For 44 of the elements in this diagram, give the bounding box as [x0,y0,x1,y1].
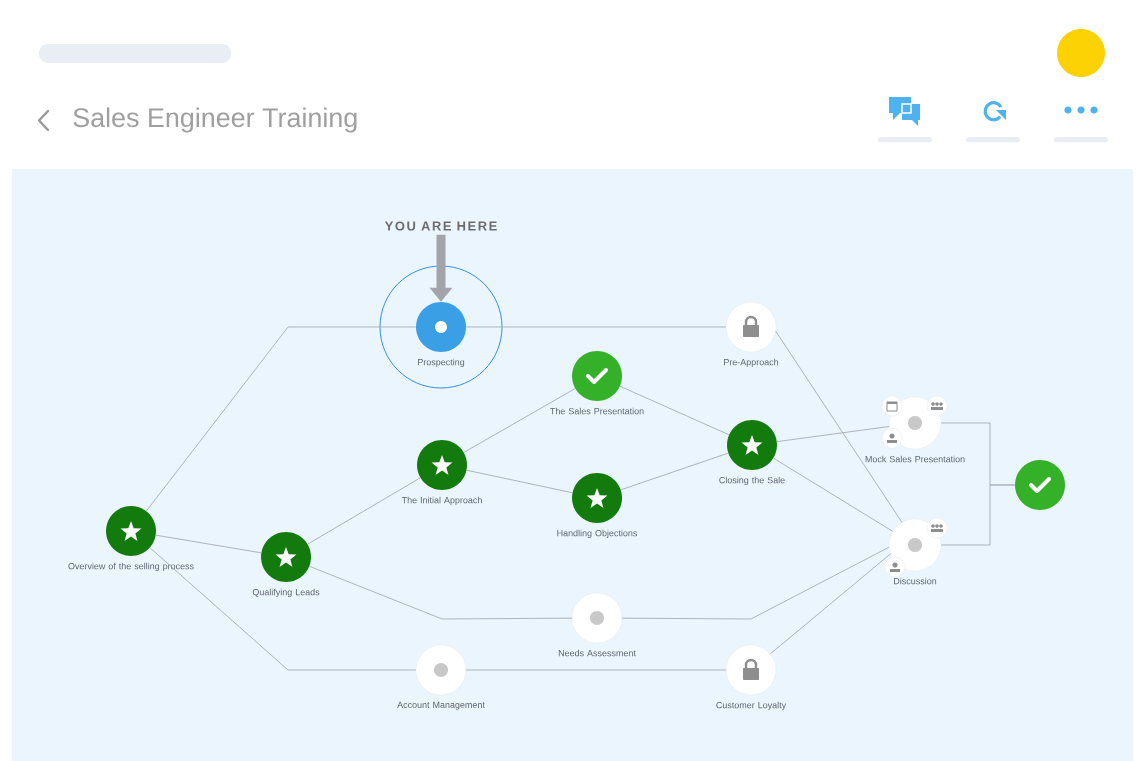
node-label: Discussion [894,577,937,585]
connector [621,546,890,620]
connector [940,484,1016,546]
milestone-node: Account Management [397,644,485,710]
milestone-node: Prospecting [416,302,466,368]
connector [465,669,727,671]
node-label: The Initial Approach [401,496,482,506]
milestone-node: Closing the Sale [719,420,785,486]
connector [619,385,730,436]
connector [307,477,421,545]
node-label: Qualifying Leads [252,588,320,598]
milestone-node: Overview of the selling process [68,506,194,572]
milestone-node: The Sales Presentation [550,351,644,415]
node-label: Overview of the selling process [68,562,194,572]
node-label: Needs Assessment [558,649,636,657]
connector [145,326,417,512]
connector [155,534,262,554]
connector [466,469,573,494]
callout-text: YOU ARE HERE [384,221,497,231]
node-label: Account Management [397,701,485,710]
node-label: Pre-Approach [724,358,779,368]
connector [776,426,890,443]
milestone-node: Needs Assessment [558,592,636,657]
node-label: Customer Loyalty [716,701,787,711]
connector [308,565,573,620]
connector [775,330,903,523]
page-title: Sales Engineer Training [73,107,357,133]
node-label: Prospecting [418,358,465,368]
node-label: Mock Sales Presentation [865,455,965,463]
milestone-node: Qualifying Leads [252,532,320,598]
connector [465,326,727,328]
connector [149,547,417,671]
milestone-node: Pre-Approach [724,301,779,368]
connector [620,452,729,491]
connector [773,457,894,532]
node-label: Closing the Sale [719,476,785,486]
milestone-node: Handling Objections [557,473,638,539]
connector [769,553,891,655]
connector [463,388,576,453]
node-label: The Sales Presentation [550,407,644,415]
node-label: Handling Objections [557,529,638,539]
milestone-node [1015,460,1065,510]
milestone-node: Customer Loyalty [716,644,787,711]
milestone-node: The Initial Approach [401,440,482,506]
